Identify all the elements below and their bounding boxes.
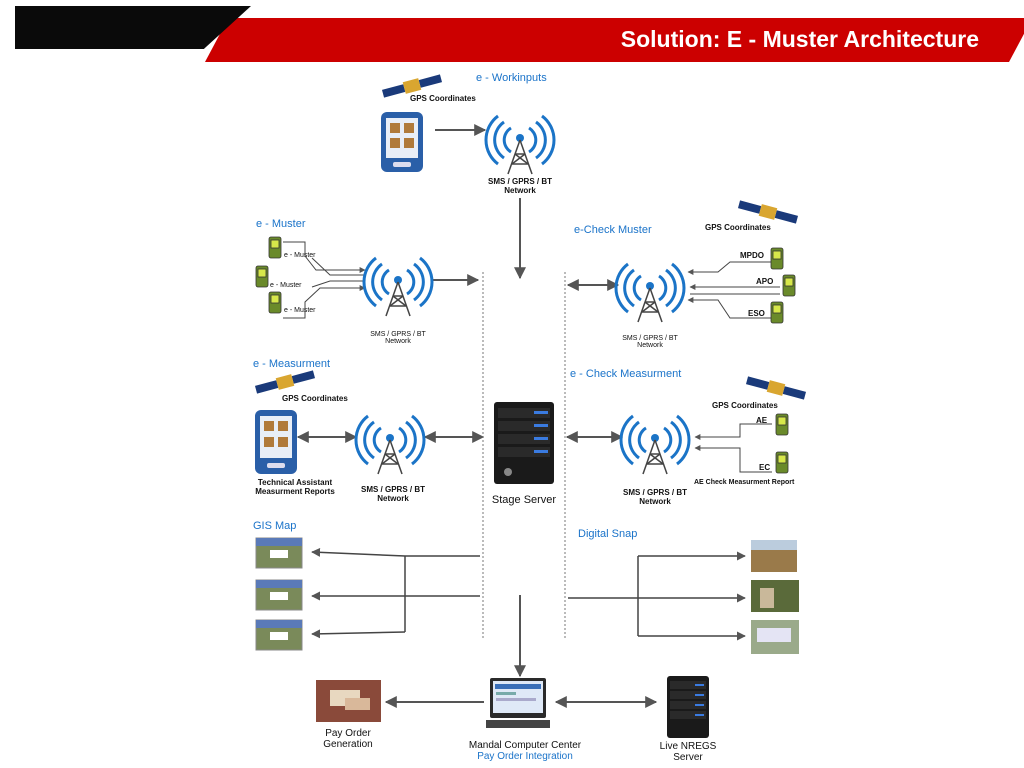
- phone-label-3: e - Muster: [284, 307, 316, 314]
- pda-device-icon-measurement: [255, 410, 297, 474]
- label-ae: AE: [756, 416, 768, 425]
- gps-label-top: GPS Coordinates: [410, 94, 476, 103]
- gps-label-measurement: GPS Coordinates: [282, 394, 348, 403]
- pda-device-icon-top: [381, 112, 423, 172]
- label-ec: EC: [759, 463, 771, 472]
- gps-label-check-measurement: GPS Coordinates: [712, 401, 778, 410]
- pay-order-integration-label: Pay Order Integration: [477, 751, 573, 762]
- section-measurement: e - Measurment: [253, 358, 331, 370]
- phone-label-2: e - Muster: [270, 282, 302, 289]
- satellite-icon-check-measurement: [745, 376, 807, 400]
- section-muster: e - Muster: [256, 218, 306, 230]
- tower-icon-measurement: [354, 414, 426, 475]
- phone-icons-check-muster: [770, 247, 796, 474]
- digital-snap-thumbnails: [751, 540, 799, 654]
- gis-map-thumbnails: [255, 537, 303, 651]
- tower-icon-check-muster: [614, 262, 686, 323]
- mandal-center-label: Mandal Computer Center Pay Order Integra…: [455, 740, 595, 762]
- tower-icon-top: [484, 114, 556, 175]
- section-digital-snap: Digital Snap: [578, 528, 638, 540]
- pay-order-photo: [316, 680, 381, 722]
- section-check-muster: e-Check Muster: [574, 224, 652, 236]
- page-title: Solution: E - Muster Architecture: [620, 26, 979, 52]
- tower-icon-muster: [362, 256, 434, 317]
- tower-icon-check-measurement: [619, 414, 691, 475]
- satellite-icon-check-muster: [737, 200, 799, 224]
- label-eso: ESO: [748, 309, 765, 318]
- label-mpdo: MPDO: [740, 251, 764, 260]
- live-server-icon: [667, 676, 709, 738]
- phone-icons-muster: [255, 236, 282, 314]
- phone-label-1: e - Muster: [284, 252, 316, 259]
- satellite-icon-top: [381, 74, 443, 98]
- stage-server-icon: [494, 402, 554, 484]
- label-apo: APO: [756, 277, 774, 286]
- ae-report-label: AE Check Measurment Report: [694, 479, 795, 486]
- stage-server-label: Stage Server: [491, 494, 557, 506]
- computer-icon: [486, 678, 550, 728]
- satellite-icon-measurement: [254, 370, 316, 394]
- section-check-measurement: e - Check Measurment: [570, 368, 682, 380]
- section-workinputs: e - Workinputs: [476, 72, 547, 84]
- section-gis-map: GIS Map: [253, 520, 297, 532]
- gps-label-check-muster: GPS Coordinates: [705, 223, 771, 232]
- header-black-tab: [15, 6, 251, 49]
